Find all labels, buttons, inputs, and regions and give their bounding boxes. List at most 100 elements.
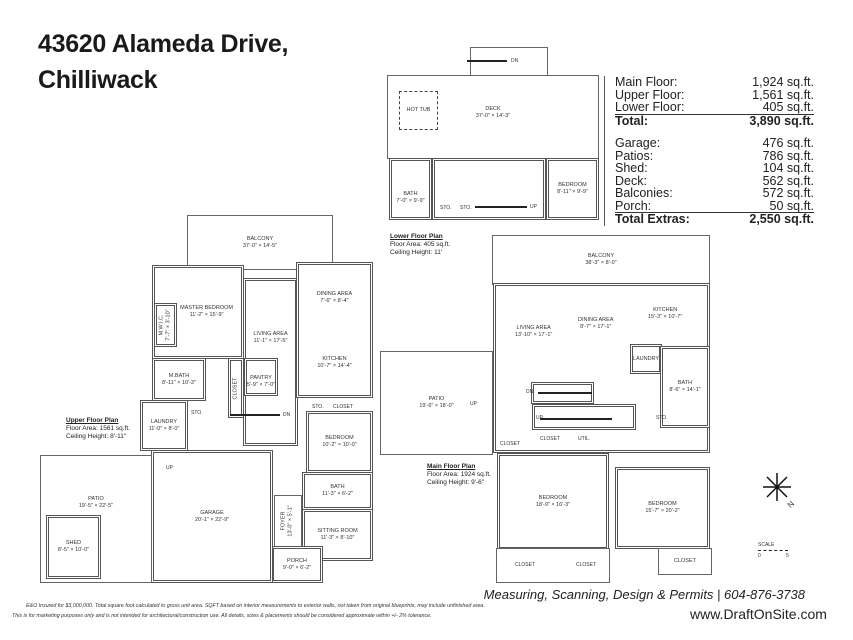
property-address: 43620 Alameda Drive, bbox=[38, 30, 289, 58]
main-closet-label: CLOSET bbox=[515, 562, 536, 568]
area-label: Total Extras: bbox=[615, 212, 690, 226]
extra-row: Porch: 50 sq.ft. bbox=[615, 198, 814, 213]
scale-end: 5 bbox=[786, 553, 789, 559]
disclaimer-line-1: E&O Insured for $3,000,000. Total square… bbox=[26, 603, 485, 609]
stair-label: UP bbox=[530, 204, 537, 210]
area-label: Garage: bbox=[615, 136, 661, 150]
stair-arrow bbox=[467, 60, 507, 62]
deck-stair-landing bbox=[470, 47, 548, 77]
website-link[interactable]: www.DraftOnSite.com bbox=[690, 606, 827, 622]
disclaimer-line-2: This is for marketing purposes only and … bbox=[12, 613, 432, 619]
stair-label: UP bbox=[470, 401, 477, 407]
north-compass-icon bbox=[762, 472, 792, 502]
area-value: 562 sq.ft. bbox=[762, 173, 814, 188]
area-label: Patios: bbox=[615, 148, 654, 163]
area-label: Total: bbox=[615, 113, 649, 128]
extra-row: Shed: 104 sq.ft. bbox=[615, 162, 814, 175]
area-label: Balconies: bbox=[615, 186, 673, 200]
main-closet-label: CLOSET bbox=[540, 436, 561, 442]
upper-closet: CLOSET bbox=[228, 358, 244, 418]
extra-row: Deck: 562 sq.ft. bbox=[615, 173, 814, 188]
area-label: Main Floor: bbox=[615, 75, 678, 89]
storage-label: STO. bbox=[460, 205, 472, 211]
area-row: Upper Floor: 1,561 sq.ft. bbox=[615, 87, 814, 102]
area-value: 1,924 sq.ft. bbox=[752, 75, 814, 89]
upper-storage-label: STO. bbox=[312, 404, 324, 410]
area-value: 786 sq.ft. bbox=[762, 148, 814, 163]
north-label: N bbox=[785, 499, 797, 510]
property-city: Chilliwack bbox=[38, 66, 158, 94]
scale-bar bbox=[758, 548, 788, 551]
room-main-laundry: LAUNDRY bbox=[630, 344, 662, 374]
upper-closet-label: CLOSET bbox=[333, 404, 354, 410]
stair-arrow bbox=[540, 418, 612, 420]
area-value: 2,550 sq.ft. bbox=[749, 212, 814, 226]
area-value: 476 sq.ft. bbox=[762, 136, 814, 150]
upper-storage-label: STO. bbox=[191, 410, 203, 416]
main-closets-left bbox=[496, 548, 610, 583]
extra-row: Balconies: 572 sq.ft. bbox=[615, 187, 814, 200]
main-storage-label: STO. bbox=[656, 415, 668, 421]
scale-start: 0 bbox=[758, 553, 761, 559]
stair-arrow bbox=[230, 414, 280, 416]
area-value: 405 sq.ft. bbox=[762, 100, 814, 114]
area-label: Deck: bbox=[615, 173, 647, 188]
area-label: Porch: bbox=[615, 198, 652, 213]
extra-row: Patios: 786 sq.ft. bbox=[615, 148, 814, 163]
stair-label: DN bbox=[526, 389, 534, 395]
area-value: 50 sq.ft. bbox=[769, 198, 814, 213]
hot-tub: HOT TUB bbox=[399, 91, 438, 130]
area-total: Total:3,890 sq.ft. bbox=[615, 113, 814, 128]
main-utility-label: UTIL. bbox=[578, 436, 591, 442]
room-lower-storage bbox=[432, 158, 546, 220]
main-stairs-up bbox=[532, 404, 636, 430]
stair-arrow bbox=[538, 392, 592, 394]
area-row: Main Floor: 1,924 sq.ft. bbox=[615, 76, 814, 89]
area-value: 104 sq.ft. bbox=[762, 161, 814, 175]
area-row: Lower Floor: 405 sq.ft. bbox=[615, 101, 814, 114]
extras-total: Total Extras: 2,550 sq.ft. bbox=[615, 212, 814, 226]
services-phone: Measuring, Scanning, Design & Permits | … bbox=[483, 587, 805, 602]
area-value: 572 sq.ft. bbox=[762, 186, 814, 200]
area-label: Upper Floor: bbox=[615, 87, 685, 102]
stair-label: UP bbox=[166, 465, 173, 471]
area-label: Shed: bbox=[615, 161, 648, 175]
main-closet-label: CLOSET bbox=[576, 562, 597, 568]
stair-label: DN bbox=[511, 58, 519, 64]
extra-row: Garage: 476 sq.ft. bbox=[615, 137, 814, 150]
room-master-walk-in-closet: M.W.I.C.7'-7" × 3'-10" bbox=[154, 303, 177, 347]
main-closet-right: CLOSET bbox=[658, 548, 712, 575]
stair-label: DN bbox=[283, 412, 291, 418]
stair-label: UP bbox=[536, 415, 543, 421]
stair-arrow bbox=[475, 206, 527, 208]
area-label: Lower Floor: bbox=[615, 100, 685, 114]
main-closet-label: CLOSET bbox=[500, 441, 521, 447]
storage-label: STO. bbox=[440, 205, 452, 211]
area-value: 1,561 sq.ft. bbox=[752, 87, 814, 102]
